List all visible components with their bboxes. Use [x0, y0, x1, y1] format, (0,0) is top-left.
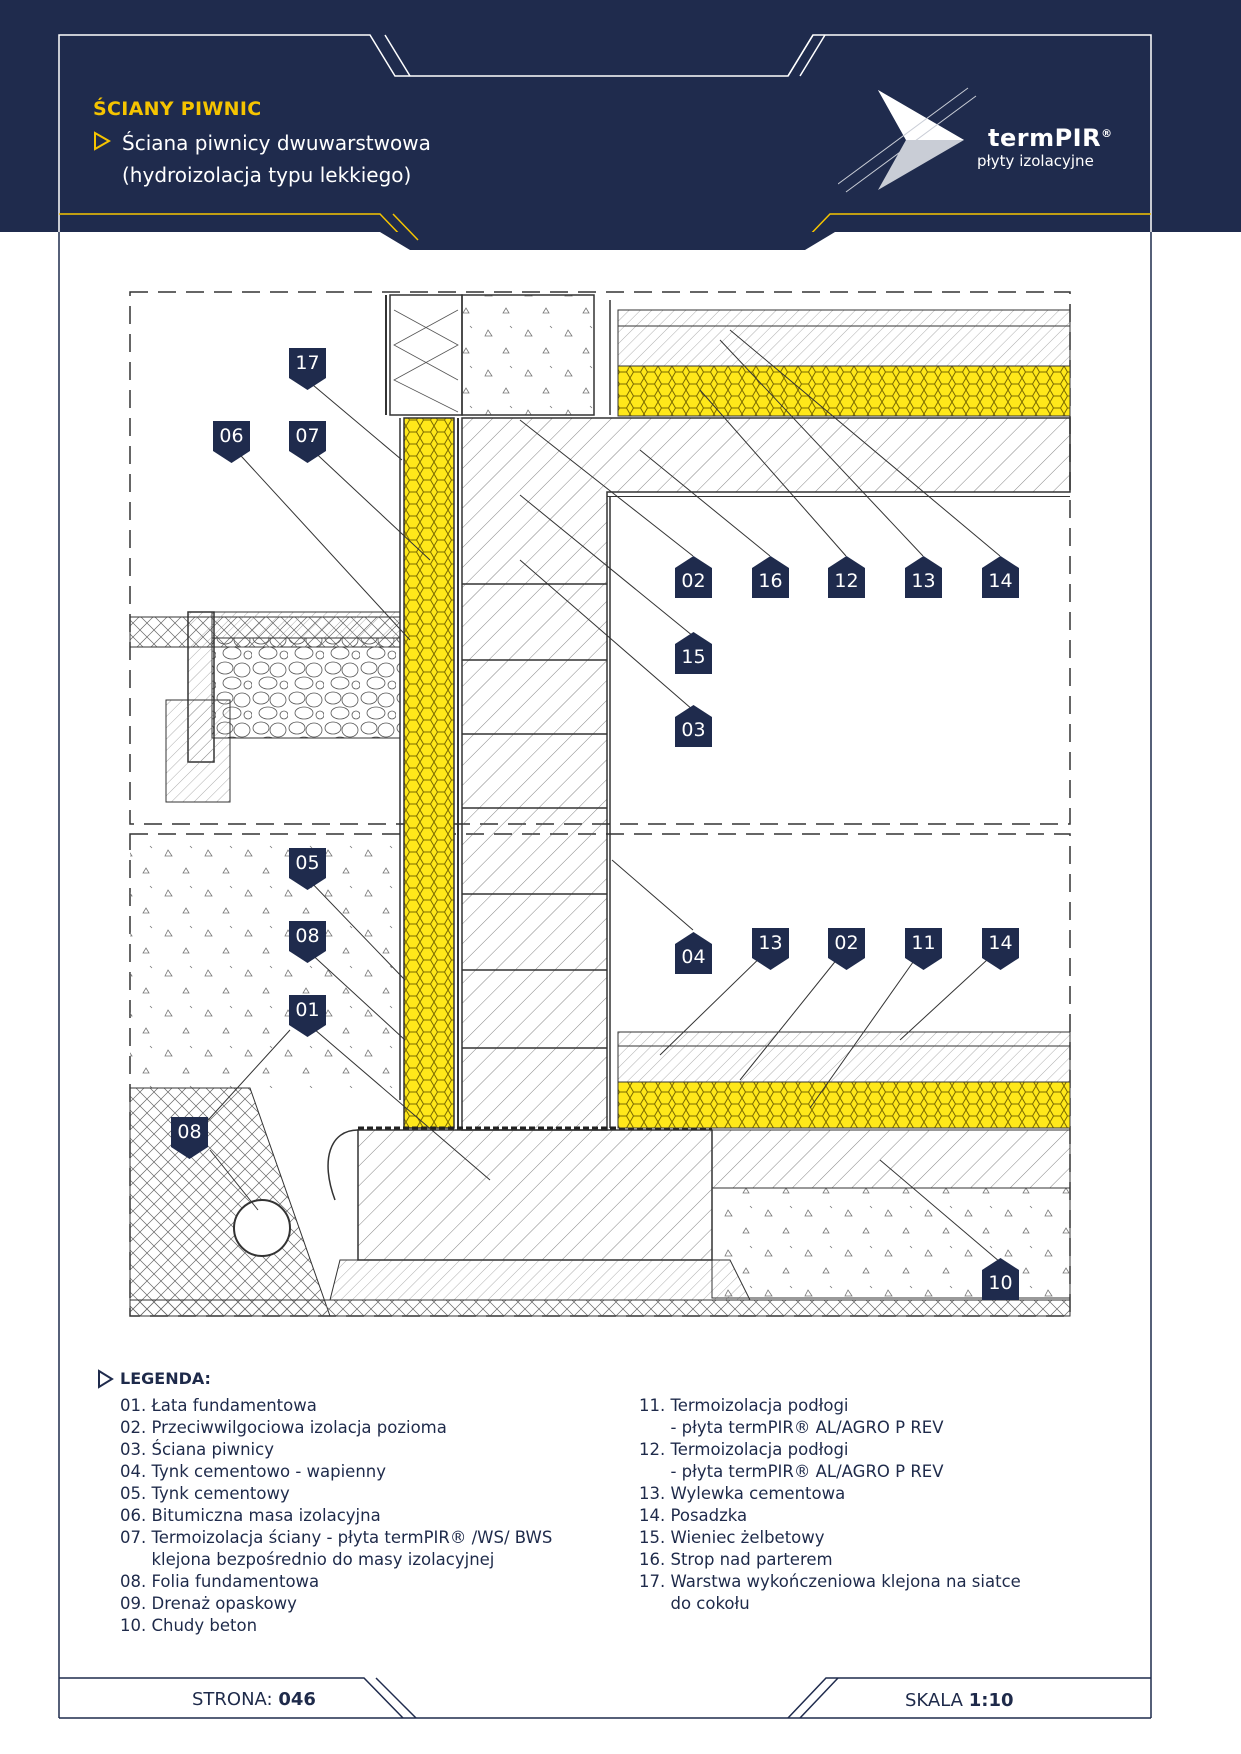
callout-tag-label: 07: [295, 425, 320, 447]
logo-name: termPIR®: [988, 124, 1113, 152]
callout-tag-label: 05: [295, 852, 320, 874]
logo-name-text: termPIR: [988, 124, 1102, 152]
legend-item: 09. Drenaż opaskowy: [120, 1594, 297, 1613]
callout-tag: 07: [289, 421, 326, 463]
callout-tag-label: 12: [834, 570, 859, 592]
legend-item: 08. Folia fundamentowa: [120, 1572, 320, 1591]
legend-item: klejona bezpośrednio do masy izolacyjnej: [120, 1550, 495, 1569]
callout-tag-label: 08: [177, 1121, 202, 1143]
legend-item: 05. Tynk cementowy: [120, 1484, 290, 1503]
termpir-logo-icon: [838, 87, 977, 193]
callout-tag-label: 11: [911, 932, 936, 954]
callout-tag: 02: [675, 556, 712, 598]
page-title: Ściana piwnicy dwuwarstwowa (hydroizolac…: [122, 127, 431, 191]
legend-item: - płyta termPIR® AL/AGRO P REV: [639, 1418, 944, 1437]
callout-tag-label: 16: [758, 570, 783, 592]
page-number: STRONA: 046: [192, 1689, 316, 1710]
callout-tag-label: 03: [681, 719, 706, 741]
callout-tag-label: 02: [834, 932, 859, 954]
callout-tag: 15: [675, 632, 712, 674]
callout-tag-label: 13: [758, 932, 783, 954]
category-title: ŚCIANY PIWNIC: [93, 98, 262, 120]
logo-subtitle: płyty izolacyjne: [977, 152, 1094, 170]
scale-label: SKALA: [905, 1690, 963, 1711]
legend-left-column: 01. Łata fundamentowa 02. Przeciwwilgoci…: [120, 1395, 552, 1637]
legend-item: 16. Strop nad parterem: [639, 1550, 833, 1569]
callout-tag: 13: [905, 556, 942, 598]
play-arrow-icon: [98, 1369, 114, 1389]
header-banner: [0, 0, 1241, 232]
callout-tag: 11: [905, 928, 942, 970]
callout-tag: 17: [289, 348, 326, 390]
scale-info: SKALA 1:10: [905, 1690, 1014, 1711]
page-title-line1: Ściana piwnicy dwuwarstwowa: [122, 131, 431, 155]
page-number-label: STRONA:: [192, 1689, 273, 1710]
legend-item: 07. Termoizolacja ściany - płyta termPIR…: [120, 1528, 553, 1547]
callout-tag: 08: [289, 921, 326, 963]
callout-tag: 06: [213, 421, 250, 463]
legend-item: 11. Termoizolacja podłogi: [639, 1396, 849, 1415]
legend-item: do cokołu: [639, 1594, 750, 1613]
callout-tag: 13: [752, 928, 789, 970]
play-arrow-icon: [94, 131, 112, 151]
callout-tag: 16: [752, 556, 789, 598]
callout-tag: 10: [982, 1258, 1019, 1300]
callout-tag-label: 01: [295, 999, 320, 1021]
legend-item: 10. Chudy beton: [120, 1616, 258, 1635]
legend-item: - płyta termPIR® AL/AGRO P REV: [639, 1462, 944, 1481]
callout-tag-label: 04: [681, 946, 706, 968]
legend-item: 14. Posadzka: [639, 1506, 748, 1525]
legend-item: 02. Przeciwwilgociowa izolacja pozioma: [120, 1418, 447, 1437]
callout-tag: 14: [982, 556, 1019, 598]
callout-tag: 04: [675, 932, 712, 974]
page-number-value: 046: [278, 1689, 316, 1710]
callout-tag: 08: [171, 1117, 208, 1159]
callout-tag-label: 13: [911, 570, 936, 592]
page-title-line2: (hydroizolacja typu lekkiego): [122, 163, 412, 187]
callout-tag-label: 08: [295, 925, 320, 947]
callout-tag-label: 06: [219, 425, 244, 447]
callout-tag: 05: [289, 848, 326, 890]
legend-item: 15. Wieniec żelbetowy: [639, 1528, 825, 1547]
callout-tag-label: 02: [681, 570, 706, 592]
legend-right-column: 11. Termoizolacja podłogi - płyta termPI…: [639, 1395, 1021, 1615]
logo-reg-mark: ®: [1101, 127, 1113, 140]
callout-tag-label: 14: [988, 570, 1013, 592]
callout-tag: 03: [675, 705, 712, 747]
legend-item: 12. Termoizolacja podłogi: [639, 1440, 849, 1459]
legend-title: LEGENDA:: [120, 1369, 211, 1388]
legend-item: 01. Łata fundamentowa: [120, 1396, 317, 1415]
callout-tag-label: 15: [681, 646, 706, 668]
legend-item: 06. Bitumiczna masa izolacyjna: [120, 1506, 381, 1525]
callout-tag: 02: [828, 928, 865, 970]
callout-tag: 14: [982, 928, 1019, 970]
callout-tag: 01: [289, 995, 326, 1037]
scale-value: 1:10: [968, 1690, 1014, 1711]
legend-item: 04. Tynk cementowo - wapienny: [120, 1462, 387, 1481]
legend-item: 03. Ściana piwnicy: [120, 1440, 274, 1459]
callout-tag: 12: [828, 556, 865, 598]
callout-tag-label: 14: [988, 932, 1013, 954]
legend-item: 13. Wylewka cementowa: [639, 1484, 846, 1503]
callout-tag-label: 17: [295, 352, 320, 374]
legend-item: 17. Warstwa wykończeniowa klejona na sia…: [639, 1572, 1021, 1591]
callout-tag-label: 10: [988, 1272, 1013, 1294]
